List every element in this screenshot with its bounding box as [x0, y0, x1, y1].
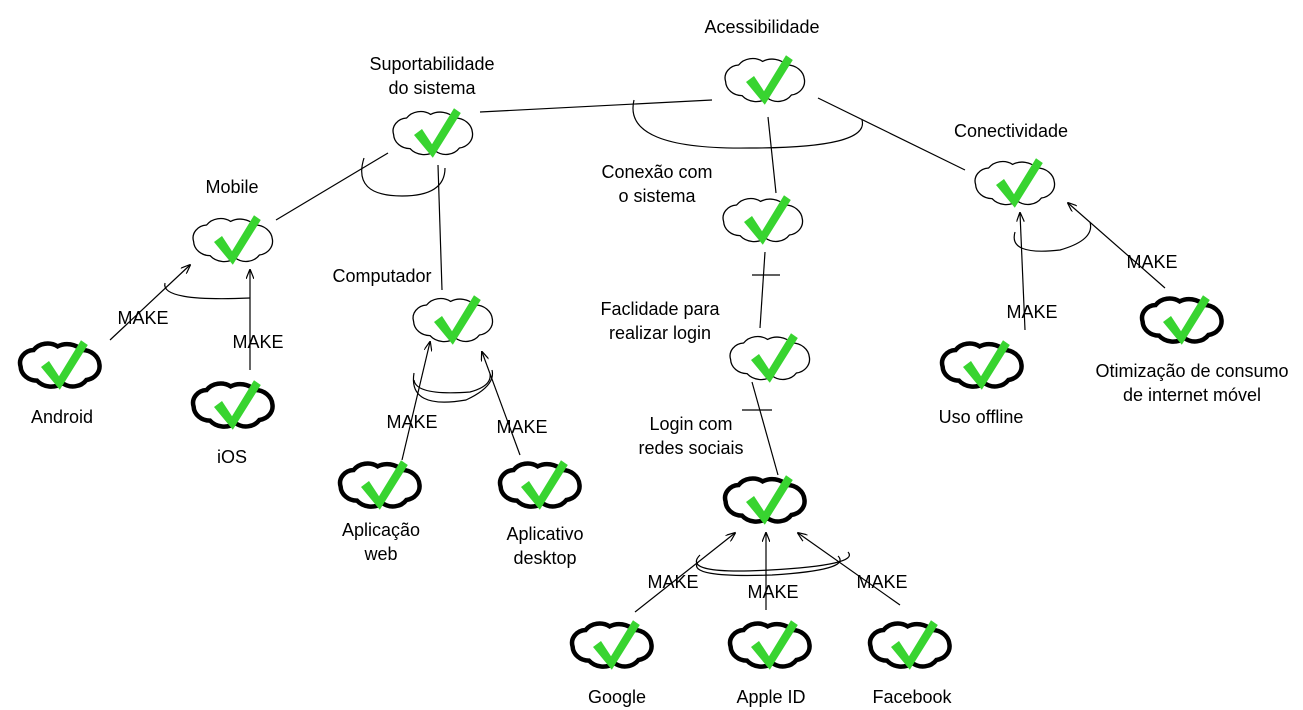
- and-decomposition-arc: [413, 373, 491, 394]
- node-android[interactable]: [17, 340, 102, 390]
- contribution-label: MAKE: [747, 582, 798, 602]
- and-decomposition-arc: [1013, 221, 1092, 252]
- and-decomposition-arc: [361, 157, 446, 197]
- node-label-ios: iOS: [217, 447, 247, 467]
- decomposition-link-facilidade: [759, 251, 766, 329]
- contribution-label: MAKE: [232, 332, 283, 352]
- and-decomposition-arc: [164, 282, 251, 300]
- node-computador[interactable]: [412, 295, 494, 345]
- node-facilidade[interactable]: [729, 333, 811, 383]
- and-decomposition-arc: [695, 555, 841, 577]
- make-contribution-arrow-android: [109, 265, 190, 341]
- check-mark-icon: [1163, 295, 1210, 345]
- node-apple-id[interactable]: [727, 620, 812, 670]
- node-aplicacao-web[interactable]: [337, 460, 422, 510]
- node-ios[interactable]: [190, 380, 275, 430]
- and-decomposition-arc: [695, 551, 850, 572]
- node-facebook[interactable]: [867, 620, 952, 670]
- node-acessibilidade[interactable]: [724, 55, 806, 105]
- and-decomposition-arc: [412, 369, 494, 403]
- make-contribution-arrow-facebook: [798, 533, 901, 606]
- node-aplicativo-desktop[interactable]: [497, 460, 582, 510]
- node-label-android: Android: [31, 407, 93, 427]
- node-login-redes[interactable]: [722, 475, 807, 525]
- contribution-label: MAKE: [1006, 302, 1057, 322]
- contribution-label: MAKE: [1126, 252, 1177, 272]
- node-label-computador: Computador: [332, 266, 431, 286]
- node-label-uso-offline: Uso offline: [939, 407, 1024, 427]
- node-label-apple-id: Apple ID: [736, 687, 805, 707]
- node-conectividade[interactable]: [974, 158, 1056, 208]
- check-mark-icon: [434, 295, 481, 345]
- make-contribution-arrow-otimizacao: [1068, 203, 1166, 289]
- decomposition-link-suportabilidade: [479, 99, 713, 113]
- make-contribution-arrow-aplicacao-web: [401, 342, 430, 461]
- make-contribution-arrow-google: [634, 533, 735, 613]
- check-mark-icon: [214, 215, 261, 265]
- make-contribution-arrow-aplicativo-desktop: [482, 352, 521, 456]
- check-mark-icon: [414, 108, 461, 158]
- check-mark-icon: [963, 340, 1010, 390]
- check-mark-icon: [361, 460, 408, 510]
- check-mark-icon: [214, 380, 261, 430]
- check-mark-icon: [744, 195, 791, 245]
- node-conexao[interactable]: [722, 195, 804, 245]
- contribution-label: MAKE: [496, 417, 547, 437]
- decomposition-link-conexao: [767, 116, 777, 194]
- make-contribution-arrow-uso-offline: [1020, 213, 1026, 331]
- contribution-label: MAKE: [647, 572, 698, 592]
- node-mobile[interactable]: [192, 215, 274, 265]
- check-mark-icon: [41, 340, 88, 390]
- decomposition-link-conectividade: [817, 97, 966, 171]
- contribution-label: MAKE: [117, 308, 168, 328]
- check-mark-icon: [751, 333, 798, 383]
- and-decomposition-arc: [632, 99, 864, 149]
- check-mark-icon: [746, 475, 793, 525]
- contribution-label: MAKE: [856, 572, 907, 592]
- node-otimizacao[interactable]: [1139, 295, 1224, 345]
- node-label-acessibilidade: Acessibilidade: [704, 17, 819, 37]
- node-uso-offline[interactable]: [939, 340, 1024, 390]
- node-label-conectividade: Conectividade: [954, 121, 1068, 141]
- node-google[interactable]: [569, 620, 654, 670]
- node-label-google: Google: [588, 687, 646, 707]
- check-mark-icon: [996, 158, 1043, 208]
- check-mark-icon: [521, 460, 568, 510]
- node-label-mobile: Mobile: [205, 177, 258, 197]
- check-mark-icon: [891, 620, 938, 670]
- check-mark-icon: [593, 620, 640, 670]
- node-suportabilidade[interactable]: [392, 108, 474, 158]
- decomposition-link-mobile: [275, 152, 389, 221]
- check-mark-icon: [751, 620, 798, 670]
- check-mark-icon: [746, 55, 793, 105]
- decomposition-link-login-redes: [751, 381, 779, 476]
- contribution-label: MAKE: [386, 412, 437, 432]
- node-label-facebook: Facebook: [872, 687, 952, 707]
